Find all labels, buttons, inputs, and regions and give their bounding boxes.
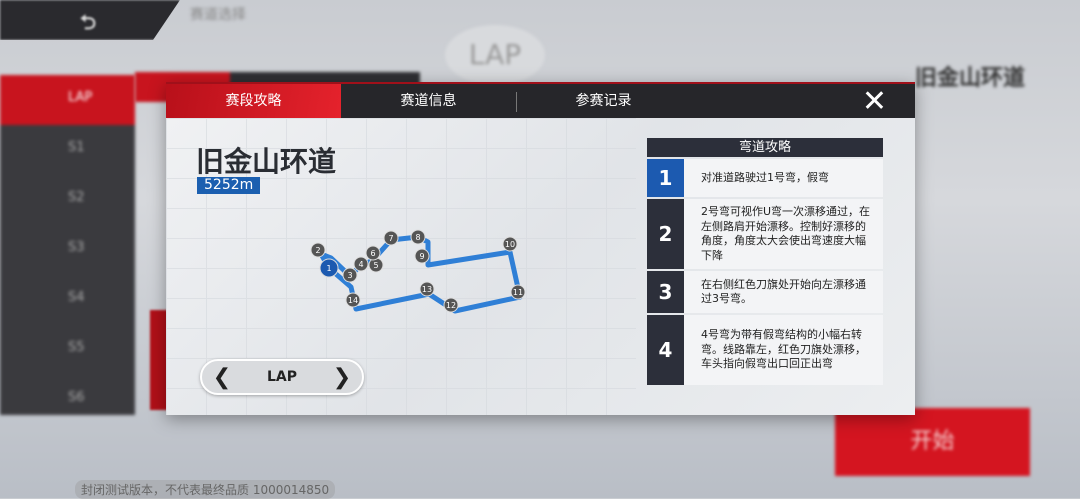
back-icon[interactable]: ⮌	[80, 10, 97, 34]
tab-track-info[interactable]: 赛道信息	[400, 93, 457, 109]
breadcrumb: 赛道选择	[190, 7, 246, 23]
corner-text: 2号弯可视作U弯一次漂移通过，在左侧路肩开始漂移。控制好漂移的角度，角度太大会使…	[701, 205, 871, 262]
corner-marker-label: 7	[388, 234, 393, 243]
corner-row[interactable]: 2 2号弯可视作U弯一次漂移通过，在左侧路肩开始漂移。控制好漂移的角度，角度太大会…	[647, 199, 883, 269]
lap-selector-label: LAP	[266, 369, 298, 385]
corner-row[interactable]: 3 在右侧红色刀旗处开始向左漂移通过3号弯。	[647, 271, 883, 313]
corner-number: 4	[647, 315, 684, 385]
corner-marker[interactable]: 12	[443, 297, 459, 313]
lap-badge: LAP	[445, 25, 545, 85]
tab-divider	[516, 92, 517, 112]
corner-number: 3	[647, 271, 684, 313]
corner-text: 在右侧红色刀旗处开始向左漂移通过3号弯。	[701, 277, 866, 306]
corner-marker[interactable]: 6	[365, 245, 381, 261]
corner-marker[interactable]: 3	[342, 267, 358, 283]
track-line	[318, 234, 523, 314]
corner-marker[interactable]: 10	[502, 236, 518, 252]
next-arrow-icon[interactable]: ❯	[332, 364, 352, 390]
corner-text: 对准道路驶过1号弯，假弯	[701, 170, 829, 184]
tab-race-records[interactable]: 参赛记录	[575, 93, 632, 109]
corner-marker-label: 2	[315, 246, 320, 255]
corner-marker-label: 11	[513, 288, 523, 297]
corner-marker-label: 4	[358, 260, 363, 269]
close-icon[interactable]: ✕	[861, 84, 887, 119]
corner-marker[interactable]: 1	[319, 258, 339, 278]
back-bar[interactable]: ⮌	[0, 0, 180, 40]
corner-marker-label: 9	[419, 252, 424, 261]
corner-guide-panel: 弯道攻略 1 对准道路驶过1号弯，假弯 2 2号弯可视作U弯一次漂移通过，在左侧路肩…	[647, 138, 883, 387]
corner-marker-label: 6	[370, 249, 375, 258]
track-title: 旧金山环道	[196, 145, 337, 178]
bg-track-title: 旧金山环道	[915, 66, 1026, 91]
tab-bar: 赛段攻略 赛道信息 参赛记录 ✕	[166, 82, 915, 118]
corner-marker-label: 1	[326, 264, 331, 273]
lap-selector: ❮ LAP ❯	[200, 359, 364, 395]
prev-arrow-icon[interactable]: ❮	[212, 364, 232, 390]
corner-marker[interactable]: 7	[383, 230, 399, 246]
corner-marker-label: 3	[347, 271, 352, 280]
start-button[interactable]: 开始	[835, 408, 1030, 476]
track-length-badge: 5252m	[197, 177, 261, 194]
corner-marker-label: 12	[446, 301, 456, 310]
corner-marker[interactable]: 13	[419, 281, 435, 297]
corner-guide-title: 弯道攻略	[647, 138, 883, 157]
corner-marker[interactable]: 9	[414, 248, 430, 264]
sidebar-item[interactable]: LAP	[0, 75, 135, 125]
corner-marker-label: 13	[422, 285, 432, 294]
sidebar-item[interactable]: S3	[68, 240, 85, 255]
bg-decoration	[150, 310, 170, 410]
sidebar-item[interactable]: S4	[68, 290, 85, 305]
corner-marker[interactable]: 11	[510, 284, 526, 300]
sector-sidebar: LAP S1 S2 S3 S4 S5 S6	[0, 75, 135, 415]
sidebar-item[interactable]: S2	[68, 190, 85, 205]
corner-marker[interactable]: 2	[310, 242, 326, 258]
corner-number: 2	[647, 199, 684, 269]
corner-marker-label: 14	[348, 296, 358, 305]
sidebar-item[interactable]: S6	[68, 390, 85, 405]
corner-number: 1	[647, 159, 684, 197]
corner-row[interactable]: 1 对准道路驶过1号弯，假弯	[647, 159, 883, 197]
corner-marker[interactable]: 14	[345, 292, 361, 308]
corner-marker-label: 8	[415, 233, 420, 242]
tab-sector-guide[interactable]: 赛段攻略	[166, 84, 341, 118]
corner-marker[interactable]: 8	[410, 229, 426, 245]
corner-marker[interactable]: 4	[353, 256, 369, 272]
watermark: 封闭测试版本，不代表最终品质 1000014850	[75, 480, 336, 499]
corner-row[interactable]: 4 4号弯为带有假弯结构的小幅右转弯。线路靠左，红色刀旗处漂移，车头指向假弯出口回…	[647, 315, 883, 385]
sidebar-item[interactable]: S5	[68, 340, 85, 355]
corner-text: 4号弯为带有假弯结构的小幅右转弯。线路靠左，红色刀旗处漂移，车头指向假弯出口回正…	[701, 328, 866, 371]
corner-marker-label: 5	[373, 261, 378, 270]
corner-marker-label: 10	[505, 240, 515, 249]
sidebar-item[interactable]: S1	[68, 140, 85, 155]
